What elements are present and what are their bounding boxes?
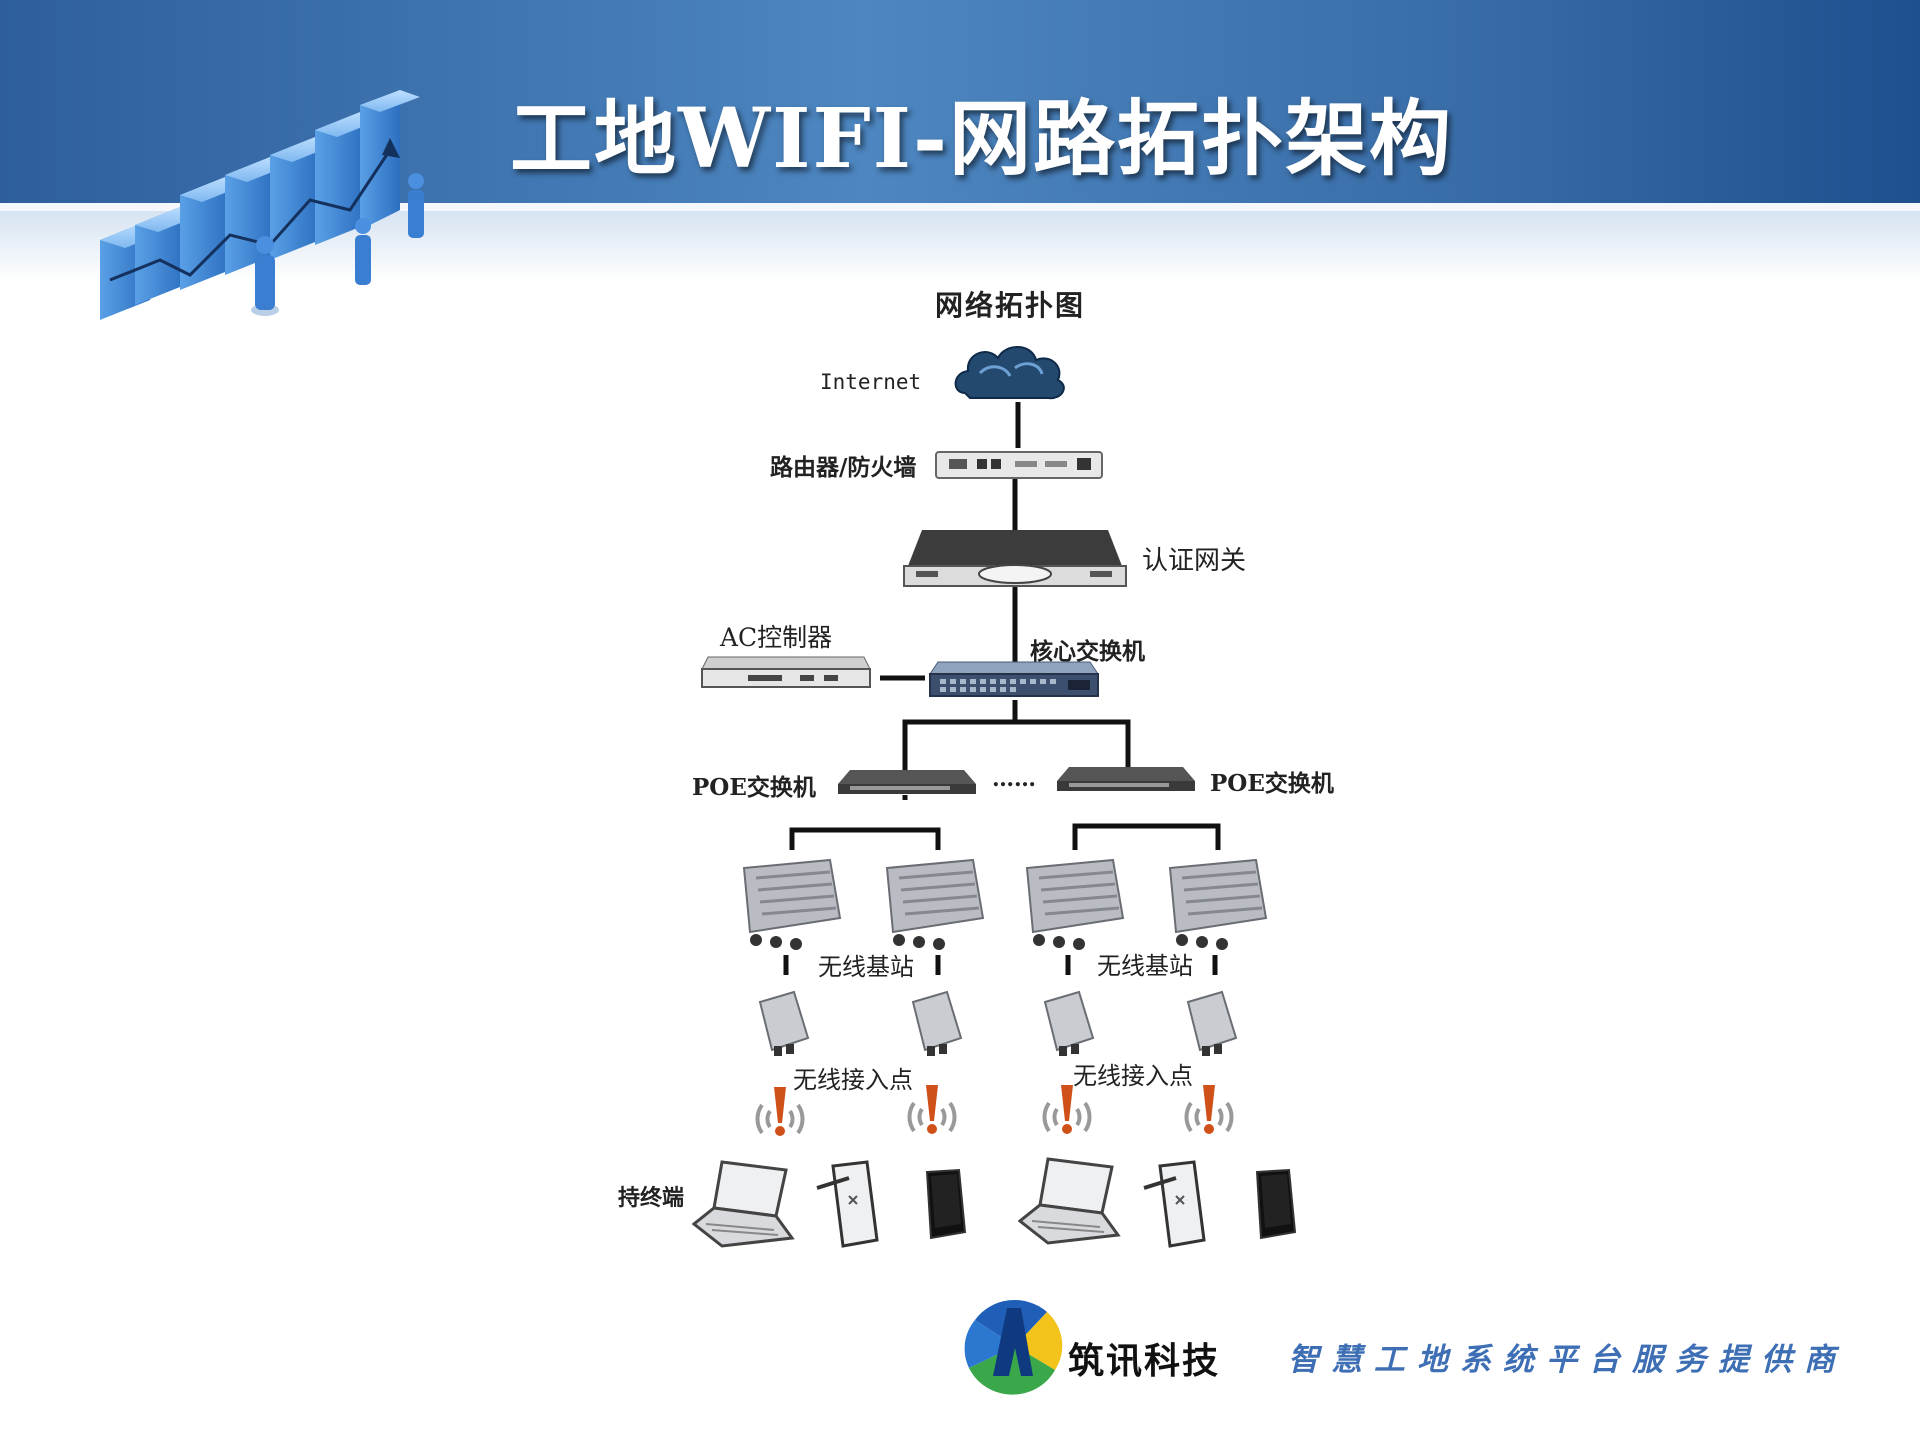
phone-icon — [1255, 1168, 1297, 1240]
gateway-icon — [903, 530, 1127, 587]
gateway-label: 认证网关 — [1142, 546, 1247, 576]
base-station-icon — [1025, 858, 1125, 950]
base-station-icon — [885, 858, 985, 950]
header-stripe — [0, 203, 1920, 211]
company-tagline: 智慧工地系统平台服务提供商 — [1288, 1342, 1847, 1378]
access-point-icon — [758, 990, 810, 1056]
internet-label: Internet — [820, 370, 922, 394]
phone-icon — [925, 1168, 967, 1240]
signal-icon — [1042, 1085, 1092, 1134]
signal-icon — [1184, 1085, 1234, 1134]
slide-title: 工地WIFI-网路拓扑架构 — [510, 91, 1454, 187]
diagram-title: 网络拓扑图 — [935, 289, 1086, 322]
base-station-icon — [742, 858, 842, 950]
router-label: 路由器/防火墙 — [770, 454, 917, 481]
laptop-icon — [1018, 1157, 1121, 1245]
controller-icon — [701, 656, 871, 688]
laptop-icon — [692, 1160, 795, 1248]
company-name: 筑讯科技 — [1068, 1340, 1221, 1382]
signal-icon — [755, 1087, 805, 1136]
ac-label: AC控制器 — [720, 623, 833, 652]
switch-icon — [838, 770, 976, 794]
access-point-right-label: 无线接入点 — [1073, 1062, 1193, 1090]
poe-switch-right-label: POE交换机 — [1210, 770, 1334, 797]
cloud-icon — [954, 346, 1065, 400]
tablet-icon — [1143, 1160, 1206, 1248]
switch-icon — [1057, 767, 1195, 791]
tablet-icon — [816, 1160, 879, 1248]
growth-chart-icon — [100, 90, 424, 320]
access-point-icon — [1043, 990, 1095, 1056]
base-station-left-label: 无线基站 — [818, 953, 914, 981]
access-point-icon — [911, 990, 963, 1056]
ellipsis-label: …… — [992, 766, 1036, 792]
access-point-left-label: 无线接入点 — [793, 1066, 913, 1094]
switch-icon — [929, 661, 1099, 697]
signal-icon — [907, 1085, 957, 1134]
access-point-icon — [1186, 990, 1238, 1056]
base-station-icon — [1168, 858, 1268, 950]
terminal-label: 持终端 — [618, 1185, 685, 1211]
core-switch-label: 核心交换机 — [1030, 638, 1145, 665]
router-icon — [935, 451, 1103, 479]
poe-switch-left-label: POE交换机 — [692, 774, 816, 801]
company-logo-icon — [959, 1296, 1063, 1396]
base-station-right-label: 无线基站 — [1097, 952, 1193, 980]
